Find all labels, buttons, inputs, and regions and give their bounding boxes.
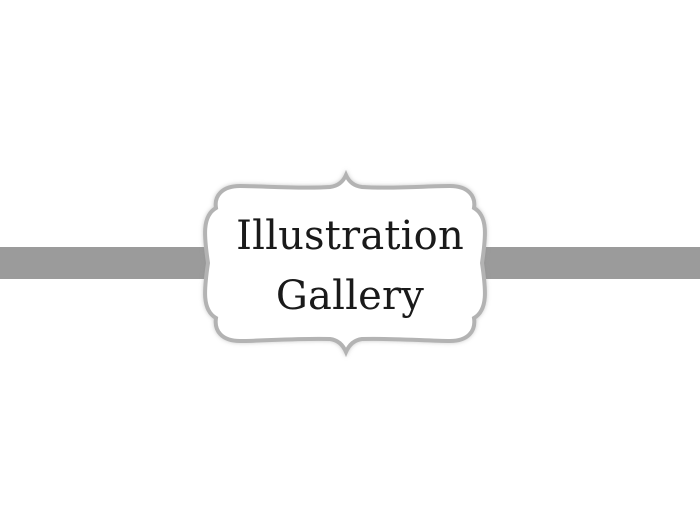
title-line-2: Gallery — [275, 273, 425, 319]
gallery-title: Illustration Gallery — [200, 206, 500, 326]
title-line-1: Illustration — [236, 213, 464, 259]
label-frame-shape — [203, 169, 487, 358]
